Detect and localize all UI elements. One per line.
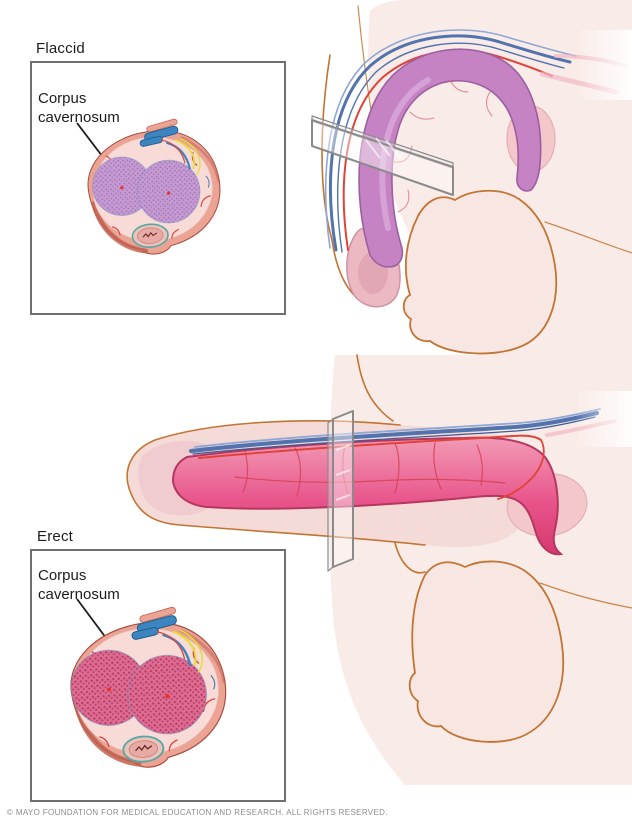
perineum-line bbox=[544, 221, 632, 254]
dorsal-vessel-cluster bbox=[139, 118, 201, 175]
urethra bbox=[142, 232, 158, 238]
cross-section-plane bbox=[311, 119, 454, 196]
scrotum bbox=[408, 560, 565, 743]
body-fold-line bbox=[356, 354, 394, 422]
dorsal-artery bbox=[342, 49, 553, 251]
flaccid-corpus-cavernosum-label: Corpus cavernosum bbox=[38, 90, 120, 126]
flaccid-cross-section-figure bbox=[87, 118, 221, 255]
urethra bbox=[135, 744, 153, 752]
scrotum bbox=[402, 189, 558, 355]
erect-penis-side-view-figure bbox=[126, 354, 632, 785]
erect-corpus-cavernosum-label: Corpus cavernosum bbox=[38, 567, 120, 603]
cavernosal-artery bbox=[120, 186, 124, 190]
flaccid-penis-side-view-figure bbox=[311, 0, 632, 362]
erect-panel-title: Erect bbox=[37, 528, 74, 545]
flaccid-panel-title: Flaccid bbox=[36, 40, 85, 57]
cavernosal-artery bbox=[107, 687, 112, 692]
dorsal-vein bbox=[189, 411, 599, 453]
shaft-skin-outline bbox=[321, 54, 367, 305]
dorsal-artery bbox=[198, 434, 542, 459]
erect-cross-section-figure bbox=[70, 606, 227, 768]
dorsal-vessel-cluster bbox=[131, 606, 203, 673]
dorsal-vein bbox=[329, 34, 572, 252]
cross-section-plane bbox=[332, 410, 354, 568]
perineum-line bbox=[539, 582, 632, 609]
copyright-notice: © MAYO FOUNDATION FOR MEDICAL EDUCATION … bbox=[7, 808, 388, 817]
cavernosal-artery bbox=[165, 694, 170, 699]
cavernosal-artery bbox=[167, 191, 171, 195]
